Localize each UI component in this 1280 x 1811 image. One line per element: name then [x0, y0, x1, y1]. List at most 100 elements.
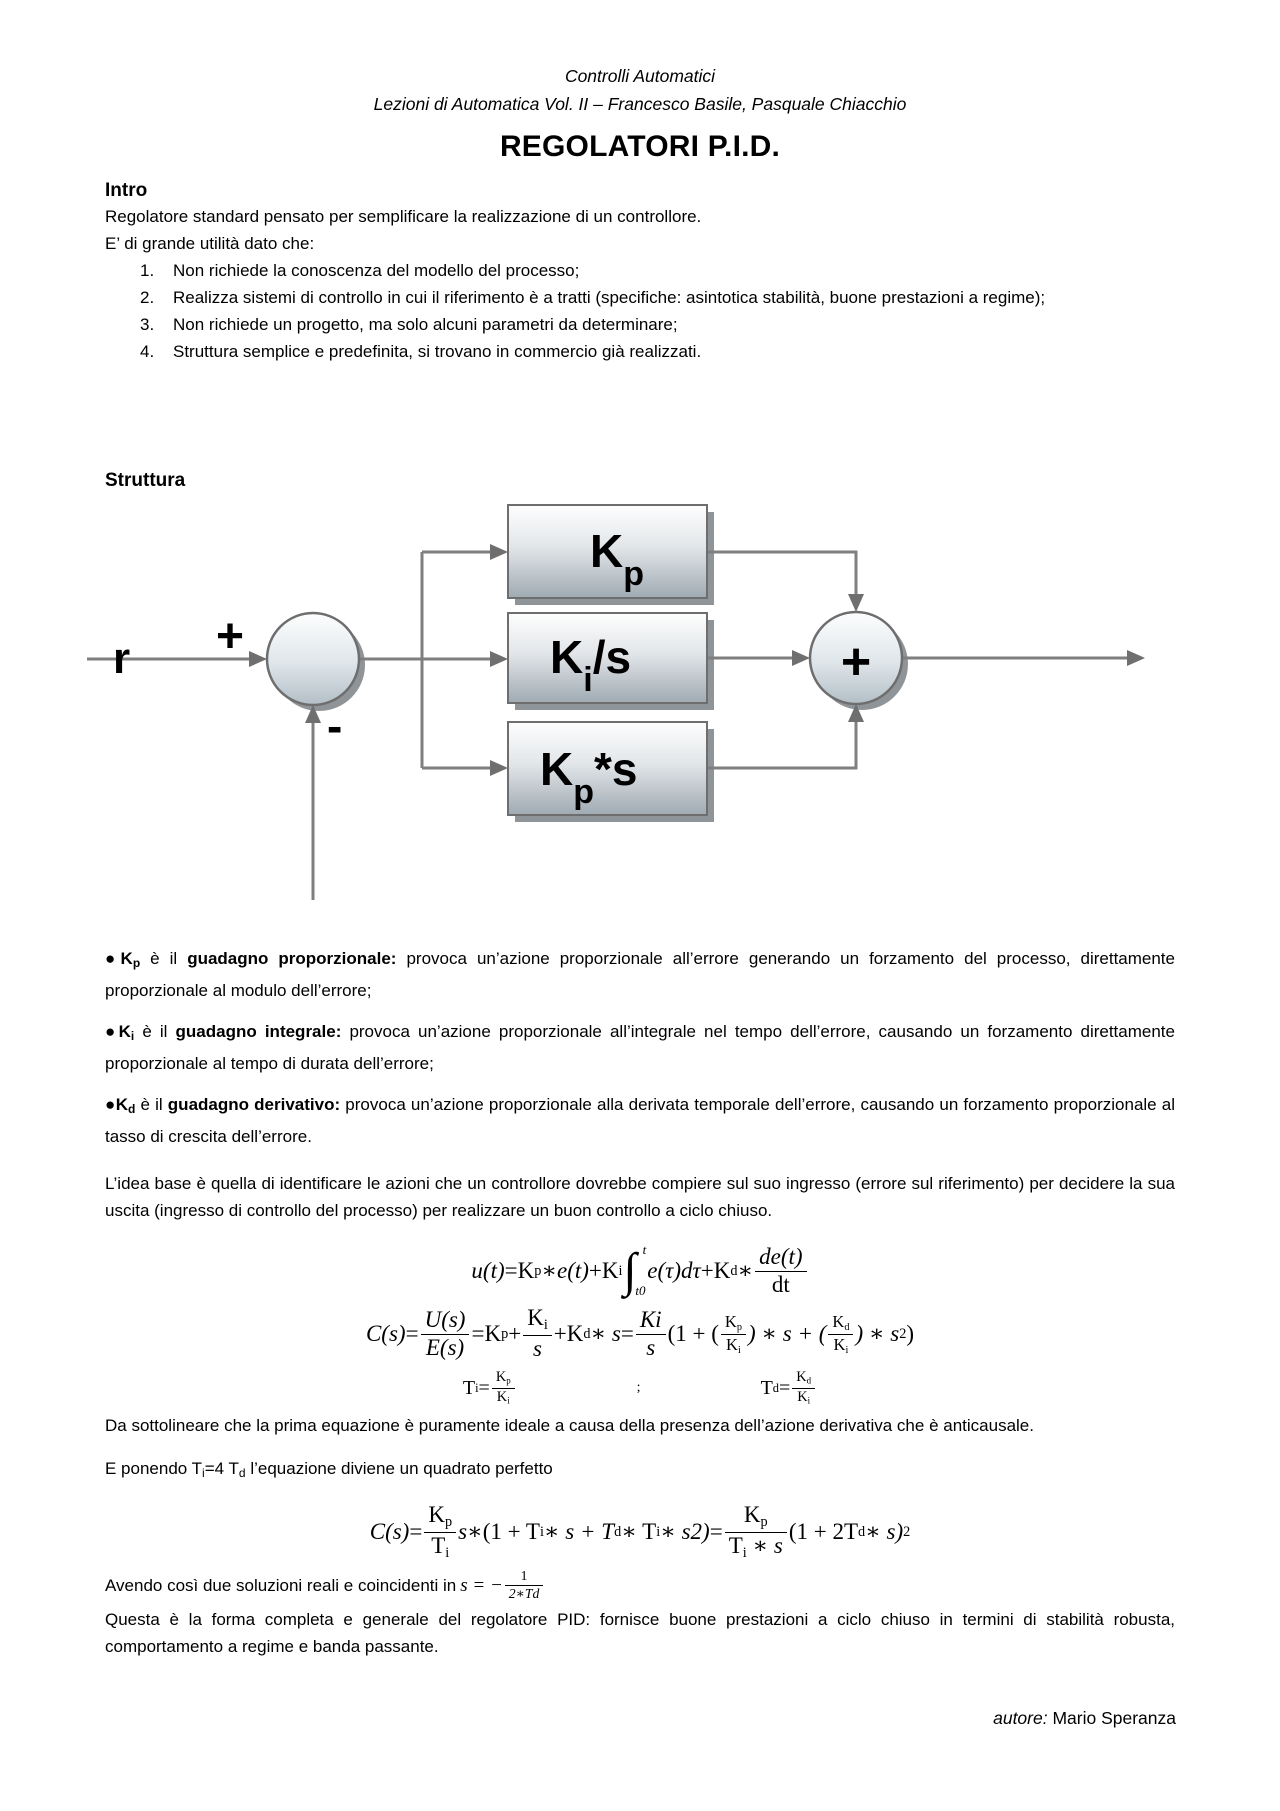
- fraction: U(s)E(s): [420, 1307, 470, 1361]
- math-token: E ponendo T: [105, 1459, 203, 1478]
- math-token: Ki: [635, 1307, 666, 1335]
- math-token: =: [504, 1258, 518, 1283]
- math-token: T: [760, 1376, 773, 1399]
- page-title: REGOLATORI P.I.D.: [499, 130, 781, 163]
- list-item: 2. Realizza sistemi di controllo in cui …: [140, 284, 1176, 311]
- item-text: Non richiede un progetto, ma solo alcuni…: [173, 315, 678, 334]
- math-token: i: [539, 1523, 544, 1540]
- math-token: +: [553, 1321, 567, 1346]
- math-token: +: [700, 1258, 714, 1283]
- math-token: guadagno proporzionale: [187, 949, 391, 968]
- math-token: i: [737, 1344, 741, 1356]
- math-token: ∗: [467, 1519, 483, 1544]
- math-token: K: [833, 1334, 846, 1354]
- fraction: de(t)dt: [755, 1244, 807, 1298]
- block-label-ki: Ki/s: [550, 631, 631, 699]
- math-token: K: [726, 1334, 738, 1354]
- math-token: ∗ s: [746, 1532, 783, 1558]
- math-token: p: [444, 1514, 453, 1531]
- intro-list: 1. Non richiede la conoscenza del modell…: [140, 257, 1176, 365]
- math-token: guadagno derivativo: [167, 1095, 335, 1114]
- math-token: e(t): [557, 1258, 589, 1283]
- item-number: 2.: [140, 288, 155, 307]
- item-text: Non richiede la conoscenza del modello d…: [173, 261, 580, 280]
- item-number: 4.: [140, 342, 155, 361]
- math-token: d: [772, 1380, 779, 1395]
- gain-paragraph-kp: ●Kp è il guadagno proporzionale: provoca…: [105, 945, 1175, 1004]
- lower-content: ●Kp è il guadagno proporzionale: provoca…: [105, 945, 1175, 1674]
- math-token: d: [844, 1321, 850, 1333]
- math-token: K: [713, 1258, 731, 1283]
- gain-paragraph-kd: ●Kd è il guadagno derivativo: provoca un…: [105, 1091, 1175, 1150]
- input-label-r: r: [113, 634, 130, 683]
- math-token: d: [614, 1523, 622, 1540]
- math-token: K: [428, 1502, 445, 1528]
- ponendo-line: E ponendo Ti=4 Td l’equazione diviene un…: [105, 1455, 1175, 1487]
- sum-junction-right: [808, 610, 904, 706]
- avendo-line: Avendo così due soluzioni reali e coinci…: [105, 1568, 1175, 1602]
- math-token: T: [431, 1532, 446, 1558]
- intro-paragraph-2: E’ di grande utilità dato che:: [105, 234, 315, 253]
- plus-sign: +: [216, 610, 244, 663]
- math-token: K: [743, 1502, 761, 1528]
- math-token: t0: [635, 1283, 646, 1298]
- math-token: è il: [135, 1095, 168, 1114]
- math-token: 1: [504, 1568, 544, 1586]
- gain-block-kp: [507, 504, 708, 599]
- math-token: i: [656, 1523, 661, 1540]
- math-token: ;: [636, 1380, 641, 1395]
- math-token: p: [760, 1514, 768, 1531]
- math-token: s: [533, 1335, 542, 1361]
- math-token: p: [501, 1325, 509, 1342]
- math-token: =: [409, 1519, 423, 1544]
- math-token: i: [507, 1394, 510, 1405]
- list-item: 3. Non richiede un progetto, ma solo alc…: [140, 311, 1176, 338]
- math-token: i: [618, 1262, 623, 1279]
- math-token: (1 + (: [667, 1321, 719, 1346]
- math-token: de(t): [755, 1244, 807, 1272]
- header-course: Controlli Automatici: [564, 66, 716, 86]
- math-token: =4 T: [204, 1459, 239, 1478]
- math-token: ∗ s): [865, 1519, 904, 1544]
- math-token: e(τ)dτ: [647, 1258, 701, 1283]
- sum-plus-sign: +: [841, 633, 871, 691]
- math-token: u(t): [471, 1258, 505, 1283]
- arrowheads: [249, 544, 1145, 776]
- math-token: ): [906, 1321, 915, 1346]
- math-token: p: [736, 1321, 742, 1333]
- math-token: ●K: [105, 1095, 128, 1114]
- closing-paragraph: Questa è la forma completa e generale de…: [105, 1609, 1175, 1656]
- math-token: i: [807, 1394, 811, 1405]
- math-token: K: [797, 1388, 808, 1405]
- math-token: ∗ s + T: [543, 1519, 615, 1544]
- math-token: s: [458, 1519, 468, 1544]
- item-text: Struttura semplice e predefinita, si tro…: [173, 342, 702, 361]
- math-token: ●K: [105, 1022, 131, 1041]
- math-token: s: [646, 1334, 656, 1360]
- math-token: =: [709, 1519, 723, 1544]
- math-token: i: [742, 1544, 747, 1561]
- intro-heading: Intro: [105, 180, 148, 201]
- math-token: ∫: [623, 1244, 637, 1297]
- math-token: d: [806, 1375, 812, 1386]
- math-token: d: [858, 1523, 866, 1540]
- math-token: :: [334, 1095, 341, 1114]
- math-token: d: [730, 1262, 738, 1279]
- math-token: p: [534, 1262, 542, 1279]
- math-token: T: [728, 1532, 743, 1558]
- sum-junction-left: [265, 611, 361, 707]
- math-token: i: [543, 1317, 548, 1334]
- math-token: =: [405, 1321, 419, 1346]
- gain-block-ki: [507, 612, 708, 704]
- math-token: E(s): [425, 1334, 465, 1360]
- math-token: ∗: [737, 1258, 754, 1283]
- math-token: U(s): [420, 1307, 470, 1335]
- math-token: ) ∗ s + (: [747, 1321, 827, 1346]
